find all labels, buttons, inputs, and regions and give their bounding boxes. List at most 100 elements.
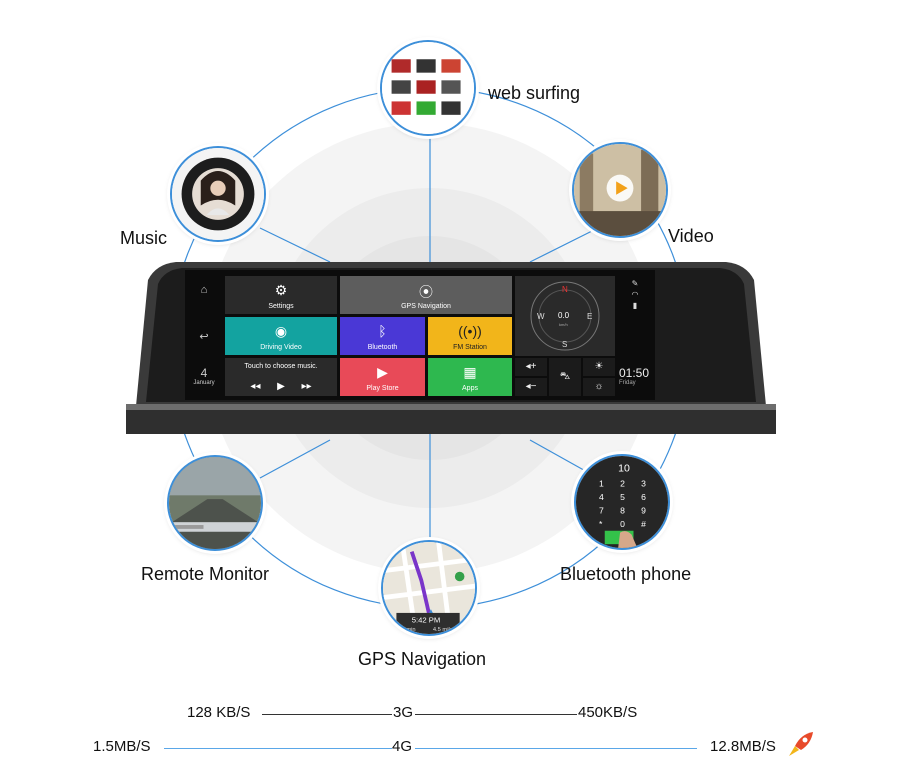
speed-4g-mid: 4G <box>392 738 413 755</box>
clock-time: 01:50 <box>619 366 650 380</box>
compass-north: N <box>562 285 568 294</box>
dialpad-key: 0 <box>620 519 625 529</box>
web-surfing-thumbnail <box>380 40 476 136</box>
dialpad-key: 2 <box>620 479 625 489</box>
bluetooth-tile[interactable]: ᛒ Bluetooth <box>340 317 425 355</box>
radio-tower-icon: ((•)) <box>458 323 482 339</box>
dialpad-key: 1 <box>599 479 604 489</box>
speed-value: 0.0 <box>558 311 570 320</box>
volume-down-button[interactable]: ◂− <box>515 378 547 396</box>
driving-video-label: Driving Video <box>260 344 302 351</box>
music-player-icon <box>172 148 264 240</box>
camera-icon: ◉ <box>274 323 288 339</box>
dialpad-key: 7 <box>599 506 604 516</box>
dialpad-display: 10 <box>618 462 630 474</box>
bluetooth-icon: ᛒ <box>378 323 387 339</box>
video-thumbnail <box>572 142 668 238</box>
remote-monitor-thumbnail <box>167 455 263 551</box>
clock-weekday: Friday <box>619 380 636 386</box>
apps-grid-icon: ▦ <box>463 364 477 380</box>
music-hint: Touch to choose music. <box>244 363 318 370</box>
brightness-down-button[interactable]: ☼ <box>583 378 615 396</box>
date-display: 4 January <box>185 366 223 386</box>
speed-3g-mid: 3G <box>393 704 414 721</box>
speed-4g-left: 1.5MB/S <box>93 738 151 755</box>
compass-icon: N S W E 0.0 km/h <box>530 281 600 351</box>
location-pin-icon: ⦿ <box>419 284 433 300</box>
next-track-icon[interactable]: ▸▸ <box>301 381 312 392</box>
fm-station-tile[interactable]: ((•)) FM Station <box>428 317 512 355</box>
bluetooth-label: Bluetooth <box>367 344 398 351</box>
gps-navigation-tile[interactable]: ⦿ GPS Navigation <box>340 276 512 314</box>
bluetooth-phone-label: Bluetooth phone <box>560 564 692 584</box>
speed-unit: km/h <box>559 322 568 327</box>
fm-station-label: FM Station <box>453 344 487 351</box>
volume-down-icon: ◂− <box>525 381 537 392</box>
home-button[interactable]: ⌂ <box>185 284 223 296</box>
dialpad-key: 3 <box>641 479 646 489</box>
speed-3g-line-right <box>415 714 577 715</box>
status-icons: ✎ ◠ ▮ <box>621 278 649 311</box>
car-icon: ⛍ <box>559 371 571 382</box>
compass-south: S <box>562 340 567 349</box>
car-mode-button[interactable]: ⛍ <box>549 358 581 396</box>
map-icon: 5:42 PM 15 min 4.5 mile <box>383 542 475 634</box>
brightness-down-icon: ☼ <box>594 381 604 392</box>
play-store-icon: ▶ <box>377 364 388 380</box>
dialpad-key: 4 <box>599 492 604 502</box>
dialpad-key: 8 <box>620 506 625 516</box>
settings-label: Settings <box>268 303 294 310</box>
compass-widget: N S W E 0.0 km/h <box>515 276 615 356</box>
speed-3g-line-left <box>262 714 392 715</box>
gps-navigation-tile-label: GPS Navigation <box>401 303 451 310</box>
volume-up-icon: ◂+ <box>525 361 537 372</box>
compass-west: W <box>537 312 545 321</box>
music-tile[interactable]: Touch to choose music. ◂◂ ▶ ▸▸ <box>225 358 337 396</box>
compass-east: E <box>587 312 592 321</box>
speed-4g-line-right <box>415 748 697 749</box>
road-camera-icon <box>169 457 261 549</box>
back-button[interactable]: ↩ <box>185 330 223 343</box>
dialpad-key: # <box>641 519 646 529</box>
video-label: Video <box>668 226 714 246</box>
battery-icon: ▮ <box>632 301 638 310</box>
volume-up-button[interactable]: ◂+ <box>515 358 547 376</box>
date-month: January <box>193 380 215 386</box>
web-page-icon <box>382 42 474 134</box>
play-icon[interactable]: ▶ <box>277 381 285 392</box>
apps-label: Apps <box>462 385 478 392</box>
remote-monitor-label: Remote Monitor <box>141 564 270 584</box>
play-store-label: Play Store <box>366 385 399 392</box>
gps-status-icon: ✎ <box>631 279 639 288</box>
back-icon: ↩ <box>199 331 209 343</box>
bluetooth-phone-thumbnail: 10 1 2 3 4 5 6 7 8 9 * 0 # <box>574 454 670 550</box>
dialpad-key: 5 <box>620 492 625 502</box>
music-thumbnail <box>170 146 266 242</box>
eta-distance: 4.5 mile <box>433 627 453 633</box>
gps-navigation-label: GPS Navigation <box>358 649 487 669</box>
web-surfing-label: web surfing <box>488 83 581 103</box>
wifi-icon: ◠ <box>631 290 639 299</box>
brightness-up-icon: ☀ <box>594 361 604 372</box>
settings-tile[interactable]: ⚙ Settings <box>225 276 337 314</box>
dialpad-icon: 10 1 2 3 4 5 6 7 8 9 * 0 # <box>576 456 668 548</box>
speed-4g-right: 12.8MB/S <box>710 738 776 755</box>
music-label: Music <box>120 228 168 248</box>
speed-3g-left: 128 KB/S <box>187 704 251 721</box>
home-icon: ⌂ <box>200 284 208 296</box>
dialpad-key: 9 <box>641 506 646 516</box>
dashcam-screen: ⌂ ↩ 4 January ⚙ Settings ⦿ GPS Navigatio… <box>185 270 655 400</box>
driving-video-tile[interactable]: ◉ Driving Video <box>225 317 337 355</box>
dialpad-key: * <box>599 519 603 529</box>
apps-tile[interactable]: ▦ Apps <box>428 358 512 396</box>
video-play-icon <box>574 144 666 236</box>
dialpad-key: 6 <box>641 492 646 502</box>
previous-track-icon[interactable]: ◂◂ <box>250 381 261 392</box>
rocket-icon <box>789 732 813 756</box>
brightness-up-button[interactable]: ☀ <box>583 358 615 376</box>
gear-icon: ⚙ <box>274 282 288 298</box>
eta-time: 5:42 PM <box>412 616 441 625</box>
speed-3g-right: 450KB/S <box>578 704 638 721</box>
clock: 01:50 Friday <box>619 366 655 386</box>
play-store-tile[interactable]: ▶ Play Store <box>340 358 425 396</box>
